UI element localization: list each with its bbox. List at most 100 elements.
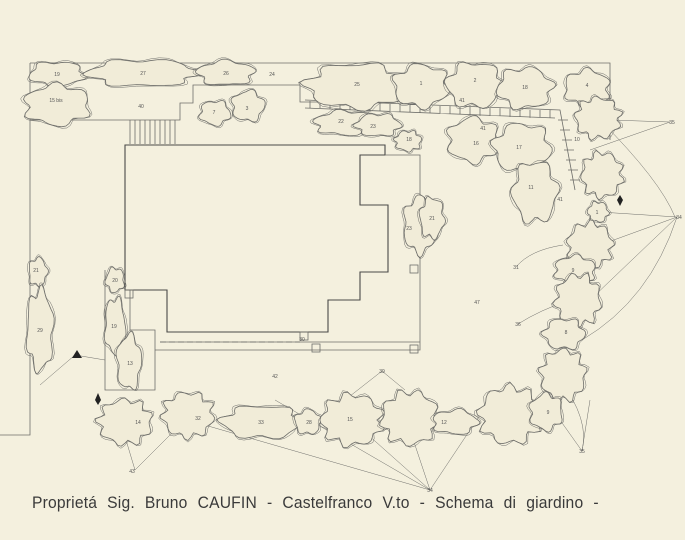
plant-label: 19 [111,324,117,330]
plant-mass [430,406,482,436]
plant-label: 10 [574,137,580,143]
plant-label: 36 [515,322,521,328]
plant-mass [197,98,233,129]
plant-mass [445,115,498,166]
plant-mass [509,161,561,225]
plant-label: 43 [129,469,135,475]
plant-mass [309,108,381,138]
plant-label: 1 [420,81,423,87]
plant-mass [195,58,257,85]
plant-label: 35 [579,449,585,455]
plant-mass [526,390,565,434]
plant-mass [390,128,424,155]
lawn-outline [155,154,421,351]
plant-label: 42 [272,374,278,380]
plant-mass [417,194,448,241]
plant-label: 23 [370,124,376,130]
plant-label: 26 [223,71,229,77]
plant-label: 41 [459,98,465,104]
plant-label: 24 [269,72,275,78]
north-arrow-icon [72,350,82,358]
plant-label: 28 [306,420,312,426]
plant-mass [432,407,481,435]
plant-mass [474,381,543,446]
plant-label: 33 [258,420,264,426]
plant-label: 32 [195,416,201,422]
plant-label: 9 [547,410,550,416]
plant-mass [391,63,451,111]
plant-mass [578,148,627,202]
plant-mass [509,160,563,227]
plant-label: 11 [528,185,533,191]
plant-mass [104,266,125,294]
plant-mass [20,80,93,129]
plant-label: 3 [246,106,249,112]
plant-mass [102,265,127,295]
plant-label: 17 [516,145,522,151]
plant-label: 8 [565,330,568,336]
plant-mass [494,64,558,112]
plant-mass [158,390,218,443]
plant-label: 41 [480,126,486,132]
plant-mass [298,61,413,114]
plant-label: 35 [669,120,675,126]
plant-mass [192,57,257,87]
plant-mass [443,61,510,109]
plant-mass [216,404,310,441]
plant-mass [350,111,404,138]
plant-mass [550,271,604,330]
steps [129,120,176,144]
leader-lines [39,119,678,491]
plant-label: 29 [37,328,43,334]
plant-label: 21 [33,268,39,274]
plant-label: 18 [406,137,412,143]
plant-label: 40 [138,104,144,110]
plant-mass [390,61,453,112]
plant-label: 15 bis [49,98,63,104]
plant-label: 14 [135,420,141,426]
house-outline [124,144,389,333]
plant-mass [536,346,590,405]
plant-mass [95,397,153,447]
plant-mass [93,397,155,449]
plant-mass [198,99,232,127]
plant-label: 27 [140,71,146,77]
plant-mass [79,57,209,88]
plant-mass [586,200,611,223]
plant-mass [528,391,563,433]
plant-mass [376,387,445,448]
plant-mass [572,93,625,143]
drawing-caption: Proprietá Sig. Bruno CAUFIN - Castelfran… [32,493,599,512]
plant-label: 41 [557,197,563,203]
plant-mass [444,114,500,168]
plant-mass [540,318,586,351]
plant-mass [418,196,447,241]
plant-mass [82,59,208,87]
plant-label: 31 [513,265,519,271]
plant-mass [563,217,616,270]
plant-mass [27,254,51,288]
plant-mass [228,87,268,124]
plant-mass [298,62,411,112]
plant-label: 34 [427,488,433,494]
plant-label: 2 [474,78,477,84]
plant-label: 12 [441,420,447,426]
plant-label: 23 [406,226,412,232]
terrace-outline [30,84,345,121]
plant-label: 4 [586,83,589,89]
plant-label: 9 [572,268,575,274]
plant-label: 22 [338,119,344,125]
plant-mass [27,60,90,89]
north-arrow-icon [95,393,101,405]
plant-mass [292,406,325,436]
plant-label: 1 [596,210,599,216]
plant-mass [216,405,309,440]
plant-label: 7 [213,110,216,116]
plant-mass [585,199,612,224]
plant-label: 19 [54,72,60,78]
plant-mass [538,317,588,352]
plant-mass [352,113,403,137]
plant-mass [537,347,588,403]
plant-mass [379,389,443,447]
